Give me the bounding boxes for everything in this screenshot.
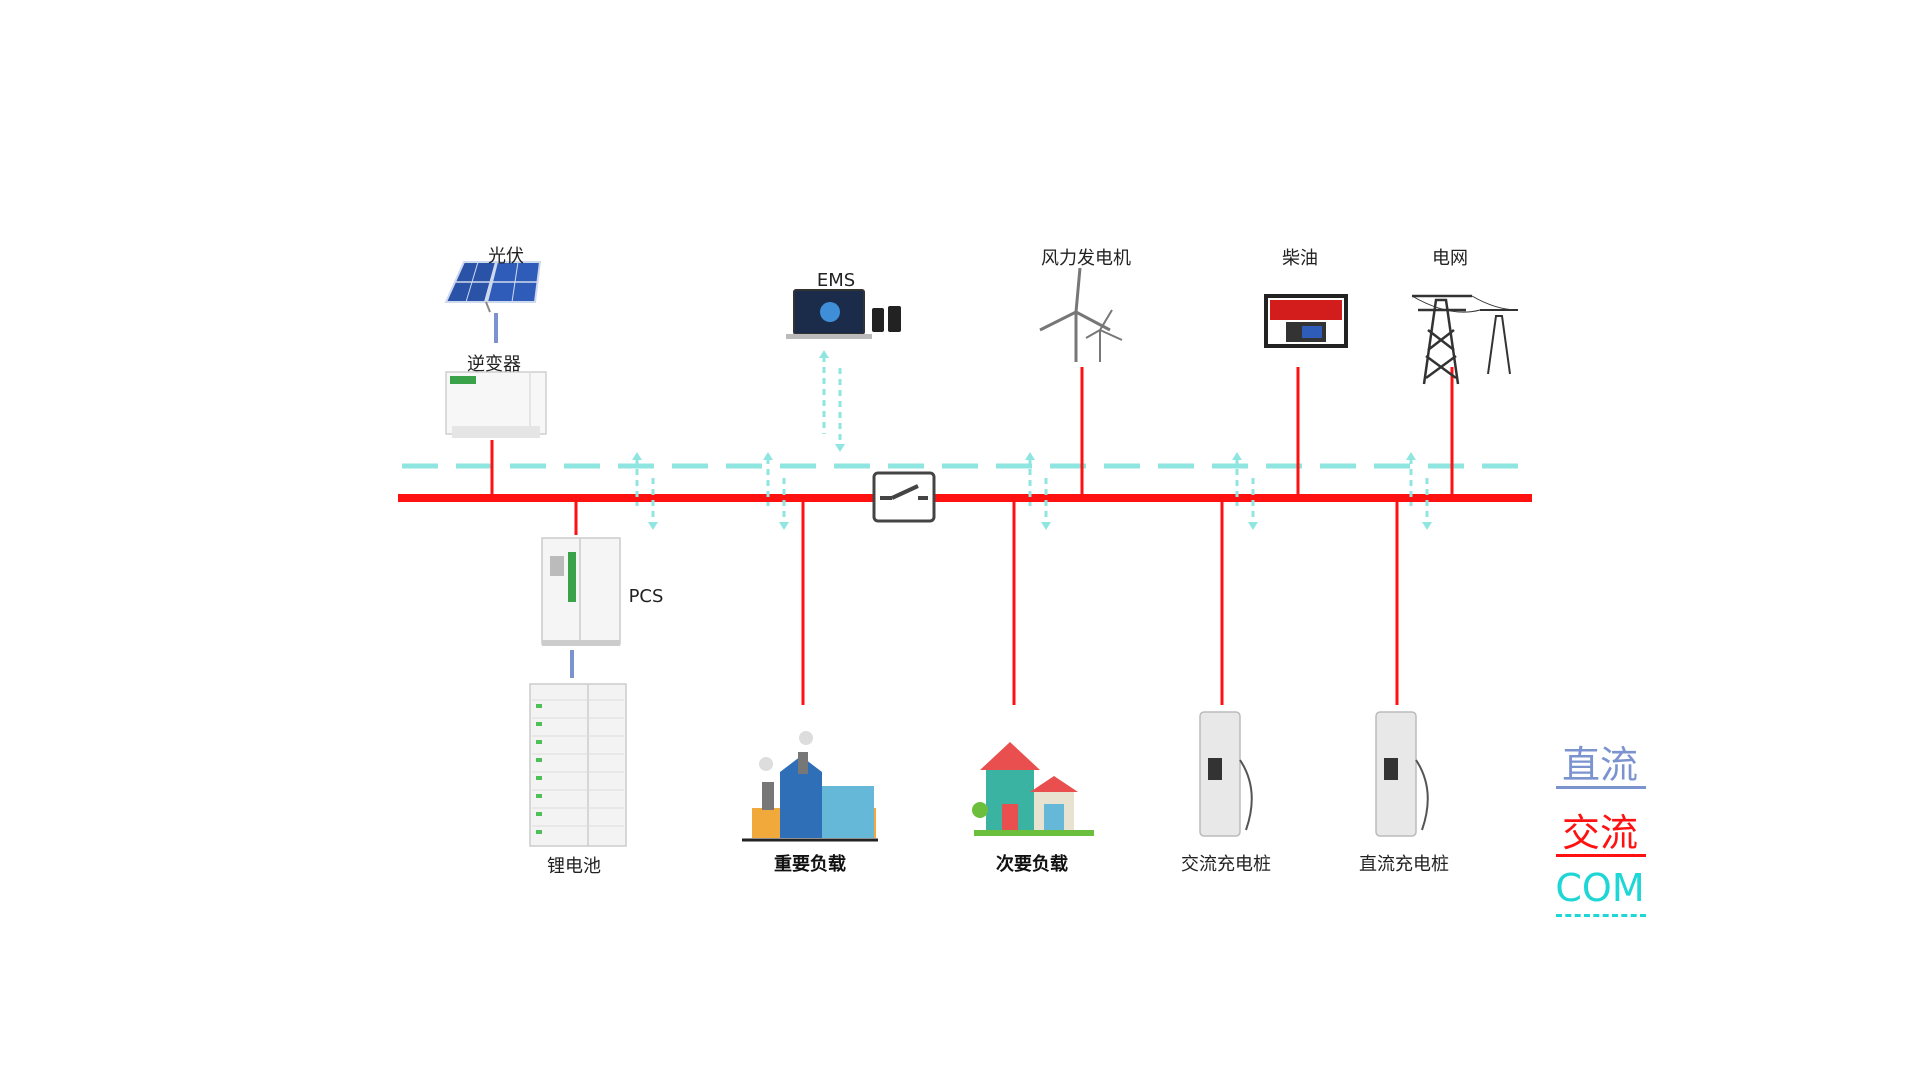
ems-label: EMS <box>816 270 856 291</box>
com-arrow-2 <box>766 458 786 524</box>
legend-dc-line <box>1556 786 1646 789</box>
pv-label: 光伏 <box>488 246 524 267</box>
solar-panel-icon <box>444 261 542 313</box>
switch-icon <box>872 471 936 523</box>
dc-connectors <box>494 313 574 678</box>
laptop-phone-icon <box>786 289 901 339</box>
com-arrow-4 <box>1235 458 1255 524</box>
battery-label: 锂电池 <box>547 856 601 877</box>
com-arrow-heads <box>632 350 1432 530</box>
com-arrow-1 <box>635 458 655 524</box>
ev-charger-icon <box>1375 711 1429 837</box>
wind-label: 风力发电机 <box>1041 248 1131 269</box>
com-arrow-5 <box>1409 458 1429 524</box>
legend-ac-label: 交流 <box>1561 811 1639 855</box>
pcs-cabinet-icon <box>541 537 621 646</box>
legend-ac-line <box>1556 854 1646 857</box>
generator-icon <box>1264 294 1348 348</box>
diesel-label: 柴油 <box>1282 248 1318 269</box>
ev-charger-icon <box>1199 711 1253 837</box>
inverter-label: 逆变器 <box>467 354 521 375</box>
com-arrows <box>635 356 1429 524</box>
wind-turbine-icon <box>1039 267 1123 362</box>
legend-com-label: COM <box>1555 866 1645 910</box>
critical-load-label: 重要负载 <box>774 854 846 875</box>
com-arrow-ems <box>822 356 842 446</box>
com-arrow-3 <box>1028 458 1048 524</box>
factory-icon <box>742 731 878 842</box>
ac-charger-label: 交流充电桩 <box>1181 854 1271 875</box>
grid-label: 电网 <box>1432 248 1468 269</box>
pcs-label: PCS <box>628 586 664 607</box>
house-icon <box>972 742 1094 836</box>
ac-connectors <box>490 367 1454 705</box>
legend-dc-label: 直流 <box>1561 743 1639 787</box>
dc-charger-label: 直流充电桩 <box>1359 854 1449 875</box>
battery-rack-icon <box>529 683 627 847</box>
transmission-tower-icon <box>1411 294 1519 385</box>
inverter-icon <box>445 371 547 438</box>
legend-com-line <box>1556 914 1646 917</box>
secondary-load-label: 次要负载 <box>996 854 1068 875</box>
